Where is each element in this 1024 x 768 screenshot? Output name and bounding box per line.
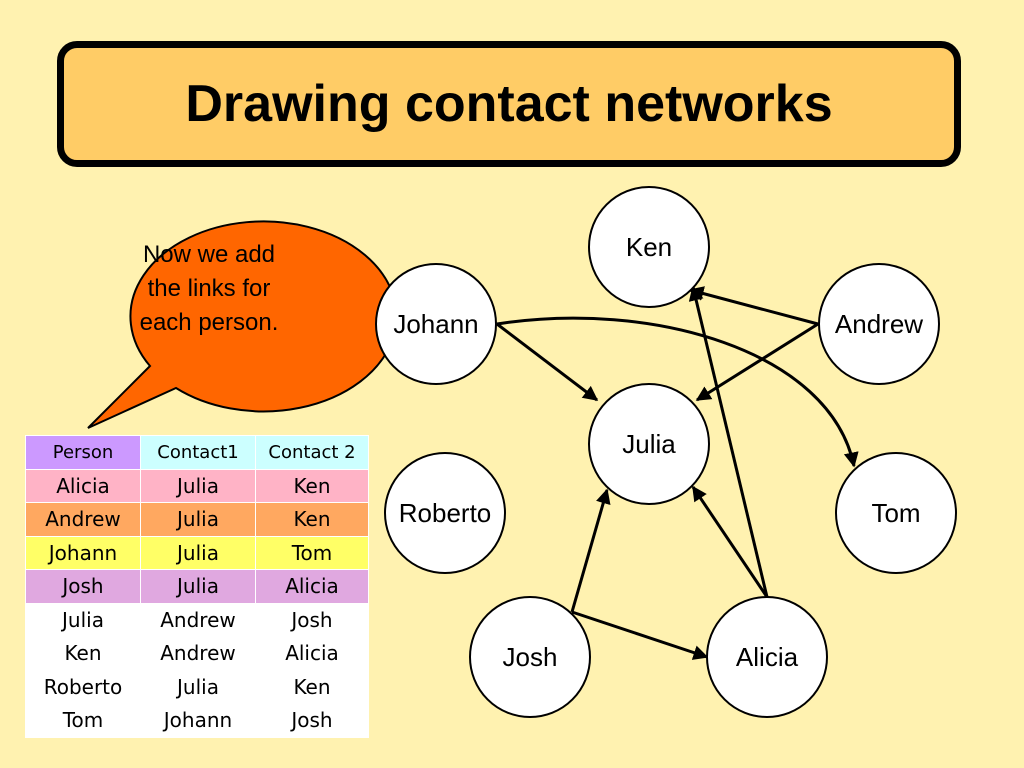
person-cell: Ken: [25, 636, 141, 671]
header-contact1: Contact1: [140, 435, 256, 470]
edge-alicia-julia: [691, 485, 769, 598]
callout-line: each person.: [139, 309, 279, 336]
contact2-cell: Alicia: [255, 636, 369, 671]
node-label-andrew: Andrew: [835, 309, 923, 339]
node-label-julia: Julia: [622, 429, 676, 459]
node-julia: Julia: [588, 383, 710, 505]
node-josh: Josh: [469, 596, 591, 718]
node-circle-ken: [588, 186, 710, 308]
node-circle-roberto: [384, 452, 506, 574]
node-circle-josh: [469, 596, 591, 718]
person-cell: Johann: [25, 535, 141, 570]
edge-josh-alicia: [571, 610, 709, 660]
contact1-cell: Julia: [140, 535, 256, 570]
person-cell: Julia: [25, 602, 141, 637]
node-label-roberto: Roberto: [399, 498, 492, 528]
node-circle-julia: [588, 383, 710, 505]
contact2-cell: Tom: [255, 535, 369, 570]
person-cell: Roberto: [25, 669, 141, 704]
node-johann: Johann: [375, 263, 497, 385]
contact1-cell: Andrew: [140, 602, 256, 637]
contact2-cell: Ken: [255, 669, 369, 704]
edge-alicia-ken: [688, 285, 769, 598]
contact2-cell: Ken: [255, 502, 369, 537]
contact2-cell: Josh: [255, 703, 369, 738]
node-andrew: Andrew: [818, 263, 940, 385]
contact1-cell: Julia: [140, 569, 256, 604]
edge-andrew-julia: [695, 322, 819, 402]
edge-josh-julia: [570, 488, 611, 613]
person-cell: Josh: [25, 569, 141, 604]
contact1-cell: Johann: [140, 703, 256, 738]
contact2-cell: Ken: [255, 468, 369, 503]
node-label-josh: Josh: [503, 642, 558, 672]
node-tom: Tom: [835, 452, 957, 574]
edge-andrew-ken: [688, 286, 819, 326]
contact1-cell: Julia: [140, 669, 256, 704]
contact1-cell: Julia: [140, 502, 256, 537]
node-circle-alicia: [706, 596, 828, 718]
callout-text: Now we add the links for each person.: [104, 238, 314, 340]
node-label-alicia: Alicia: [736, 642, 799, 672]
node-label-tom: Tom: [871, 498, 920, 528]
contact1-cell: Julia: [140, 468, 256, 503]
node-circle-andrew: [818, 263, 940, 385]
contact2-cell: Alicia: [255, 569, 369, 604]
title-box: Drawing contact networks: [57, 41, 961, 167]
callout-shape: [87, 220, 398, 429]
node-circle-johann: [375, 263, 497, 385]
callout-line: Now we add: [142, 241, 276, 268]
slide-title: Drawing contact networks: [185, 75, 833, 133]
node-ken: Ken: [588, 186, 710, 308]
node-label-johann: Johann: [393, 309, 478, 339]
edge-johann-tom: [496, 316, 859, 468]
person-cell: Alicia: [25, 468, 141, 503]
edge-johann-julia: [496, 322, 599, 402]
node-circle-tom: [835, 452, 957, 574]
node-alicia: Alicia: [706, 596, 828, 718]
callout-line: the links for: [147, 275, 271, 302]
node-label-ken: Ken: [626, 232, 672, 262]
node-roberto: Roberto: [384, 452, 506, 574]
